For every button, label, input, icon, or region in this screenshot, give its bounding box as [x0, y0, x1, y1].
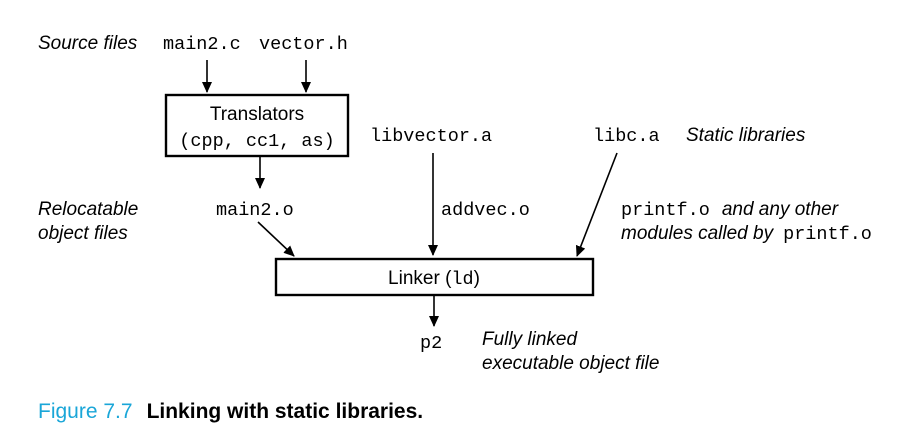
- arrow-libc-to-linker: [575, 152, 618, 257]
- printf-o-file-2: printf.o: [783, 224, 872, 245]
- translators-box: [164, 93, 350, 158]
- main2-o-file: main2.o: [216, 200, 294, 221]
- linker-tool: ld: [451, 269, 473, 290]
- printf-o-file: printf.o: [621, 200, 710, 221]
- printf-desc-line1: printf.o and any other: [621, 199, 839, 221]
- relocatable-label-line2: object files: [38, 223, 128, 244]
- relocatable-label-line1: Relocatable: [38, 199, 138, 220]
- vector-h-file: vector.h: [259, 34, 348, 55]
- executable-label-line2: executable object file: [482, 353, 659, 374]
- arrow-main2o-to-linker: [257, 221, 295, 257]
- source-files-label: Source files: [38, 33, 138, 54]
- printf-desc-text2: modules called by: [621, 223, 775, 244]
- linker-label: Linker (ld): [388, 268, 480, 290]
- printf-desc-text1: and any other: [722, 199, 839, 220]
- linker-label-close: ): [474, 268, 480, 289]
- figure-caption: Figure 7.7 Linking with static libraries…: [38, 400, 423, 423]
- translators-tools: (cpp, cc1, as): [179, 131, 334, 152]
- figure-number: Figure 7.7: [38, 400, 133, 423]
- static-libraries-label: Static libraries: [686, 125, 806, 146]
- p2-file: p2: [420, 333, 442, 354]
- libvector-a-file: libvector.a: [370, 126, 492, 147]
- printf-desc-line2: modules called by printf.o: [621, 223, 872, 245]
- figure-title: Linking with static libraries.: [147, 400, 424, 423]
- main2-c-file: main2.c: [163, 34, 241, 55]
- addvec-o-file: addvec.o: [441, 200, 530, 221]
- libc-a-file: libc.a: [593, 126, 660, 147]
- executable-label-line1: Fully linked: [482, 329, 578, 350]
- translators-title: Translators: [210, 104, 304, 125]
- linker-label-text: Linker (: [388, 268, 452, 289]
